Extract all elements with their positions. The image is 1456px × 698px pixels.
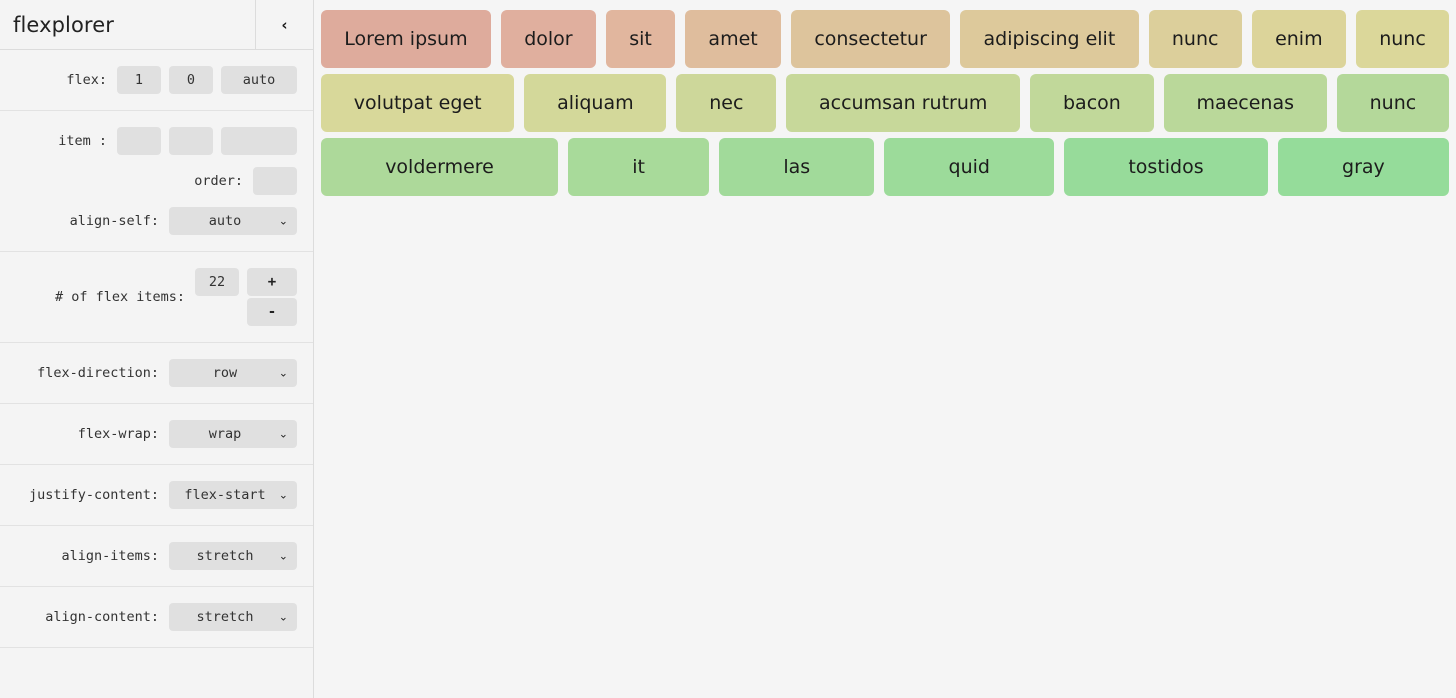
control-fields: rowrow-reversecolumncolumn-reverse⌄ (169, 359, 297, 387)
decrement-items-button[interactable]: - (247, 298, 297, 326)
flex-item[interactable]: accumsan rutrum (786, 74, 1021, 132)
select-wrapper: rowrow-reversecolumncolumn-reverse⌄ (169, 359, 297, 387)
flex-basis-input[interactable] (221, 66, 297, 94)
control-label: order: (194, 173, 243, 189)
flex-item[interactable]: maecenas (1163, 74, 1327, 132)
control-row: flex-wrap: nowrapwrapwrap-reverse⌄ (0, 414, 313, 454)
control-row: item : (0, 121, 313, 161)
control-row: flex-direction: rowrow-reversecolumncolum… (0, 353, 313, 393)
select-wrapper: flex-startflex-endcenterspace-betweenspa… (169, 481, 297, 509)
flex-item[interactable]: amet (685, 10, 782, 68)
control-fields (117, 66, 297, 94)
select-wrapper: stretchflex-startflex-endcenterbaseline⌄ (169, 542, 297, 570)
flex-grow-input[interactable] (117, 66, 161, 94)
control-label: # of flex items: (54, 289, 185, 305)
control-label: align-content: (45, 609, 159, 625)
control-section-flex-wrap-section: flex-wrap: nowrapwrapwrap-reverse⌄ (0, 404, 313, 465)
item-basis-input[interactable] (221, 127, 297, 155)
flex-item-count-stepper: +- (247, 268, 297, 326)
flex-item[interactable]: enim (1251, 10, 1346, 68)
control-section-item-count: # of flex items: +- (0, 252, 313, 343)
flex-wrap-select[interactable]: nowrapwrapwrap-reverse (169, 420, 297, 448)
flex-item[interactable]: aliquam (524, 74, 667, 132)
sidebar-collapse-icon[interactable]: ‹ (255, 0, 313, 49)
flex-item[interactable]: dolor (500, 10, 596, 68)
flex-direction-select[interactable]: rowrow-reversecolumncolumn-reverse (169, 359, 297, 387)
control-row: align-self: autoflex-startflex-endcenterb… (0, 201, 313, 241)
item-shrink-input[interactable] (169, 127, 213, 155)
control-row: flex: (0, 60, 313, 100)
control-fields (117, 127, 297, 155)
flex-item[interactable]: it (568, 138, 710, 196)
flex-item[interactable]: quid (884, 138, 1055, 196)
control-label: flex: (66, 72, 107, 88)
flex-item[interactable]: nunc (1148, 10, 1242, 68)
item-grow-input[interactable] (117, 127, 161, 155)
flex-item[interactable]: voldermere (321, 138, 559, 196)
flex-item[interactable]: gray (1277, 138, 1449, 196)
control-label: align-items: (61, 548, 159, 564)
control-fields (253, 167, 297, 195)
control-section-item-settings: item : order: align-self: autoflex-startfle… (0, 111, 313, 252)
flex-item[interactable]: sit (605, 10, 676, 68)
control-section-justify-content-section: justify-content: flex-startflex-endcenter… (0, 465, 313, 526)
control-label: justify-content: (28, 487, 159, 503)
align-content-select[interactable]: stretchflex-startflex-endcenterspace-bet… (169, 603, 297, 631)
select-wrapper: stretchflex-startflex-endcenterspace-bet… (169, 603, 297, 631)
flex-item[interactable]: las (719, 138, 875, 196)
justify-content-select[interactable]: flex-startflex-endcenterspace-betweenspa… (169, 481, 297, 509)
sidebar-header: flexplorer ‹ (0, 0, 313, 50)
flex-item[interactable]: Lorem ipsum (321, 10, 491, 68)
align-items-select[interactable]: stretchflex-startflex-endcenterbaseline (169, 542, 297, 570)
control-fields: flex-startflex-endcenterspace-betweenspa… (169, 481, 297, 509)
control-label: flex-wrap: (77, 426, 159, 442)
flex-item[interactable]: adipiscing elit (960, 10, 1139, 68)
flex-item[interactable]: bacon (1030, 74, 1154, 132)
control-row: # of flex items: +- (0, 262, 313, 332)
control-label: align-self: (69, 213, 159, 229)
increment-items-button[interactable]: + (247, 268, 297, 296)
control-fields: +- (195, 268, 297, 326)
control-section-align-items-section: align-items: stretchflex-startflex-endcen… (0, 526, 313, 587)
control-fields: stretchflex-startflex-endcenterbaseline⌄ (169, 542, 297, 570)
flex-item[interactable]: tostidos (1064, 138, 1268, 196)
control-label: flex-direction: (37, 365, 159, 381)
page-title: flexplorer (13, 12, 114, 37)
flex-item-count-input[interactable] (195, 268, 239, 296)
flex-item[interactable]: nunc (1355, 10, 1450, 68)
control-row: order: (0, 161, 313, 201)
control-fields: autoflex-startflex-endcenterbaselinestre… (169, 207, 297, 235)
flex-item[interactable]: nunc (1336, 74, 1449, 132)
control-row: justify-content: flex-startflex-endcenter… (0, 475, 313, 515)
align-self-select[interactable]: autoflex-startflex-endcenterbaselinestre… (169, 207, 297, 235)
sidebar-controls: flex: item : order: align-self: autoflex-sta… (0, 50, 313, 648)
control-section-align-content-section: align-content: stretchflex-startflex-endc… (0, 587, 313, 648)
control-row: align-items: stretchflex-startflex-endcen… (0, 536, 313, 576)
flex-item[interactable]: nec (676, 74, 777, 132)
order-input[interactable] (253, 167, 297, 195)
select-wrapper: autoflex-startflex-endcenterbaselinestre… (169, 207, 297, 235)
flex-shrink-input[interactable] (169, 66, 213, 94)
control-fields: nowrapwrapwrap-reverse⌄ (169, 420, 297, 448)
select-wrapper: nowrapwrapwrap-reverse⌄ (169, 420, 297, 448)
control-section-flex-shorthand: flex: (0, 50, 313, 111)
sidebar: flexplorer ‹ flex: item : order: align-self… (0, 0, 314, 698)
flex-item[interactable]: volutpat eget (321, 74, 515, 132)
control-row: align-content: stretchflex-startflex-endc… (0, 597, 313, 637)
control-label: item : (58, 133, 107, 149)
control-section-flex-direction-section: flex-direction: rowrow-reversecolumncolum… (0, 343, 313, 404)
control-fields: stretchflex-startflex-endcenterspace-bet… (169, 603, 297, 631)
flex-item[interactable]: consectetur (791, 10, 951, 68)
